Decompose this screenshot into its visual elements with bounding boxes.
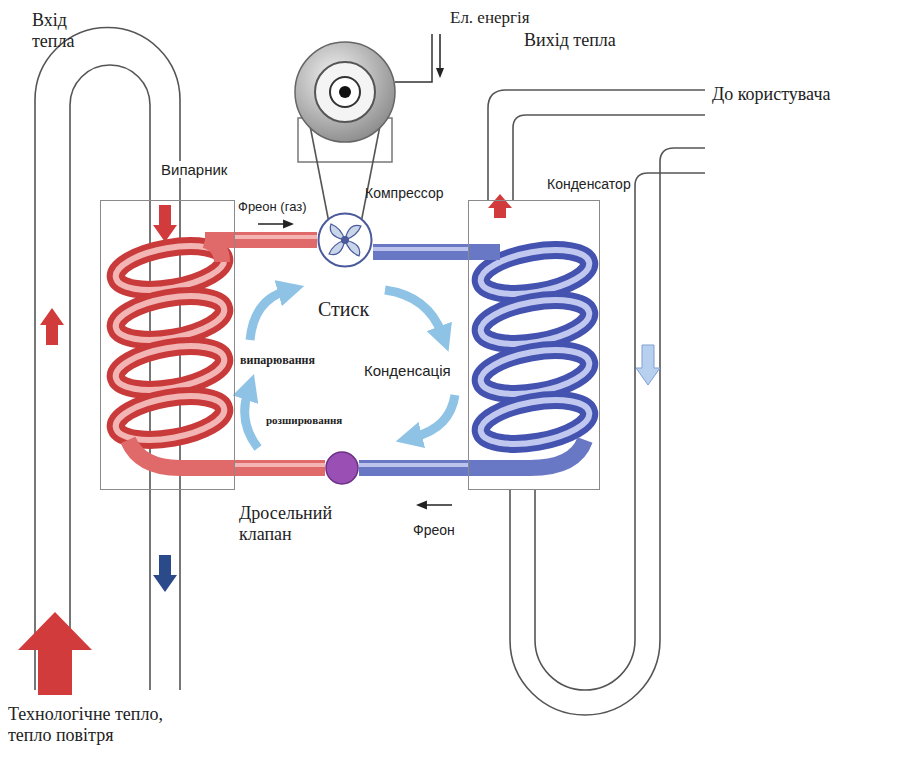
- heat-input-label: Вхід тепла: [32, 10, 102, 51]
- pipe-body: [373, 244, 468, 260]
- heat-output-label: Вихід тепла: [524, 30, 616, 51]
- pipe-highlight: [235, 463, 325, 467]
- node-label: Компрессор: [365, 185, 443, 201]
- pipe-highlight: [359, 463, 468, 467]
- pipe-body: [235, 460, 325, 476]
- evaporator-box: Випарник: [100, 200, 235, 490]
- edge-label: Фреон: [413, 522, 455, 538]
- valve-shape: [325, 451, 359, 485]
- node-label: Випарник: [159, 161, 229, 178]
- cycle-arrow: [245, 290, 455, 448]
- stage-label: Стиск: [318, 298, 369, 321]
- pipe-body: [235, 232, 317, 248]
- user-label: До користувача: [712, 84, 830, 105]
- refrigerant-pipe: [235, 237, 317, 240]
- source-caption: Технологічне тепло, тепло повітря: [8, 704, 208, 745]
- stage-label: розширювання: [266, 414, 342, 427]
- direction-arrow: [418, 504, 452, 506]
- comp-shape: [317, 212, 373, 268]
- pipe-body: [359, 460, 468, 476]
- power-label: Ел. енергія: [450, 8, 530, 28]
- evaporator-coil: [112, 239, 236, 468]
- refrigerant-pipe: [235, 465, 325, 468]
- throttle-valve: Дросельний клапан: [325, 451, 359, 485]
- pipe-highlight: [235, 235, 317, 239]
- condenser-coil: [467, 243, 593, 468]
- flow-arrow: [18, 194, 660, 695]
- edge-label: Фреон (газ): [238, 200, 307, 215]
- node-label: Дросельний клапан: [239, 503, 364, 544]
- stage-label: випарювання: [240, 354, 315, 368]
- node-label: Конденсатор: [545, 176, 633, 192]
- stage-label: Конденсація: [364, 362, 451, 379]
- refrigerant-pipe: [373, 249, 468, 252]
- direction-arrow: [258, 223, 292, 225]
- condenser-box: Конденсатор: [468, 200, 600, 490]
- pipe-highlight: [373, 247, 468, 251]
- refrigerant-pipe: [359, 465, 468, 468]
- compressor: Компрессор: [317, 212, 373, 268]
